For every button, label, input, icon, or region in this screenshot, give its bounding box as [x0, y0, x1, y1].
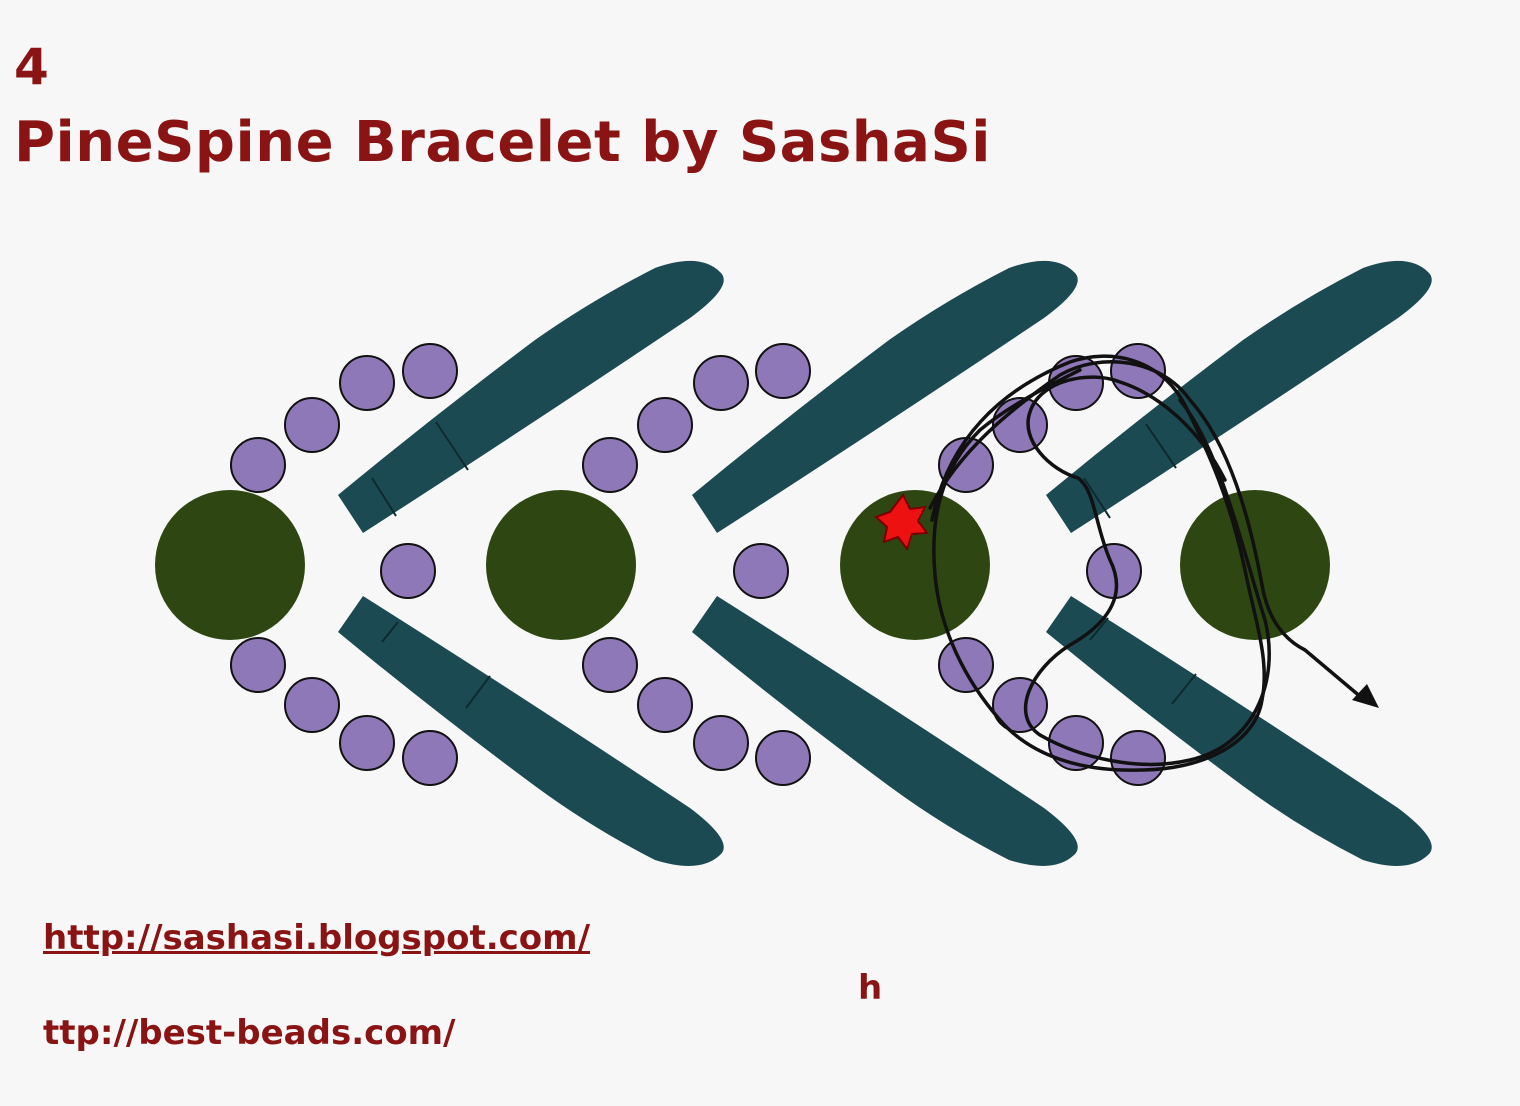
round-bead	[840, 490, 990, 640]
shop-link-text: ttp://best-beads.com/	[43, 1013, 456, 1053]
arrow-head-icon	[1352, 684, 1379, 708]
stray-character: h	[858, 968, 883, 1008]
dagger-bead	[338, 260, 724, 533]
dagger-bead	[692, 260, 1078, 533]
thread-path	[928, 354, 1364, 772]
seed-bead-group	[230, 343, 1166, 786]
blog-link[interactable]: http://sashasi.blogspot.com/	[43, 918, 591, 958]
round-bead	[155, 490, 305, 640]
red-star-icon	[874, 493, 929, 552]
round-bead	[486, 490, 636, 640]
page-title: PineSpine Bracelet by SashaSi	[14, 110, 991, 175]
round-bead-group	[155, 490, 1330, 640]
dagger-hole-marks	[371, 421, 1197, 709]
step-number: 4	[14, 38, 49, 96]
round-bead	[1180, 490, 1330, 640]
